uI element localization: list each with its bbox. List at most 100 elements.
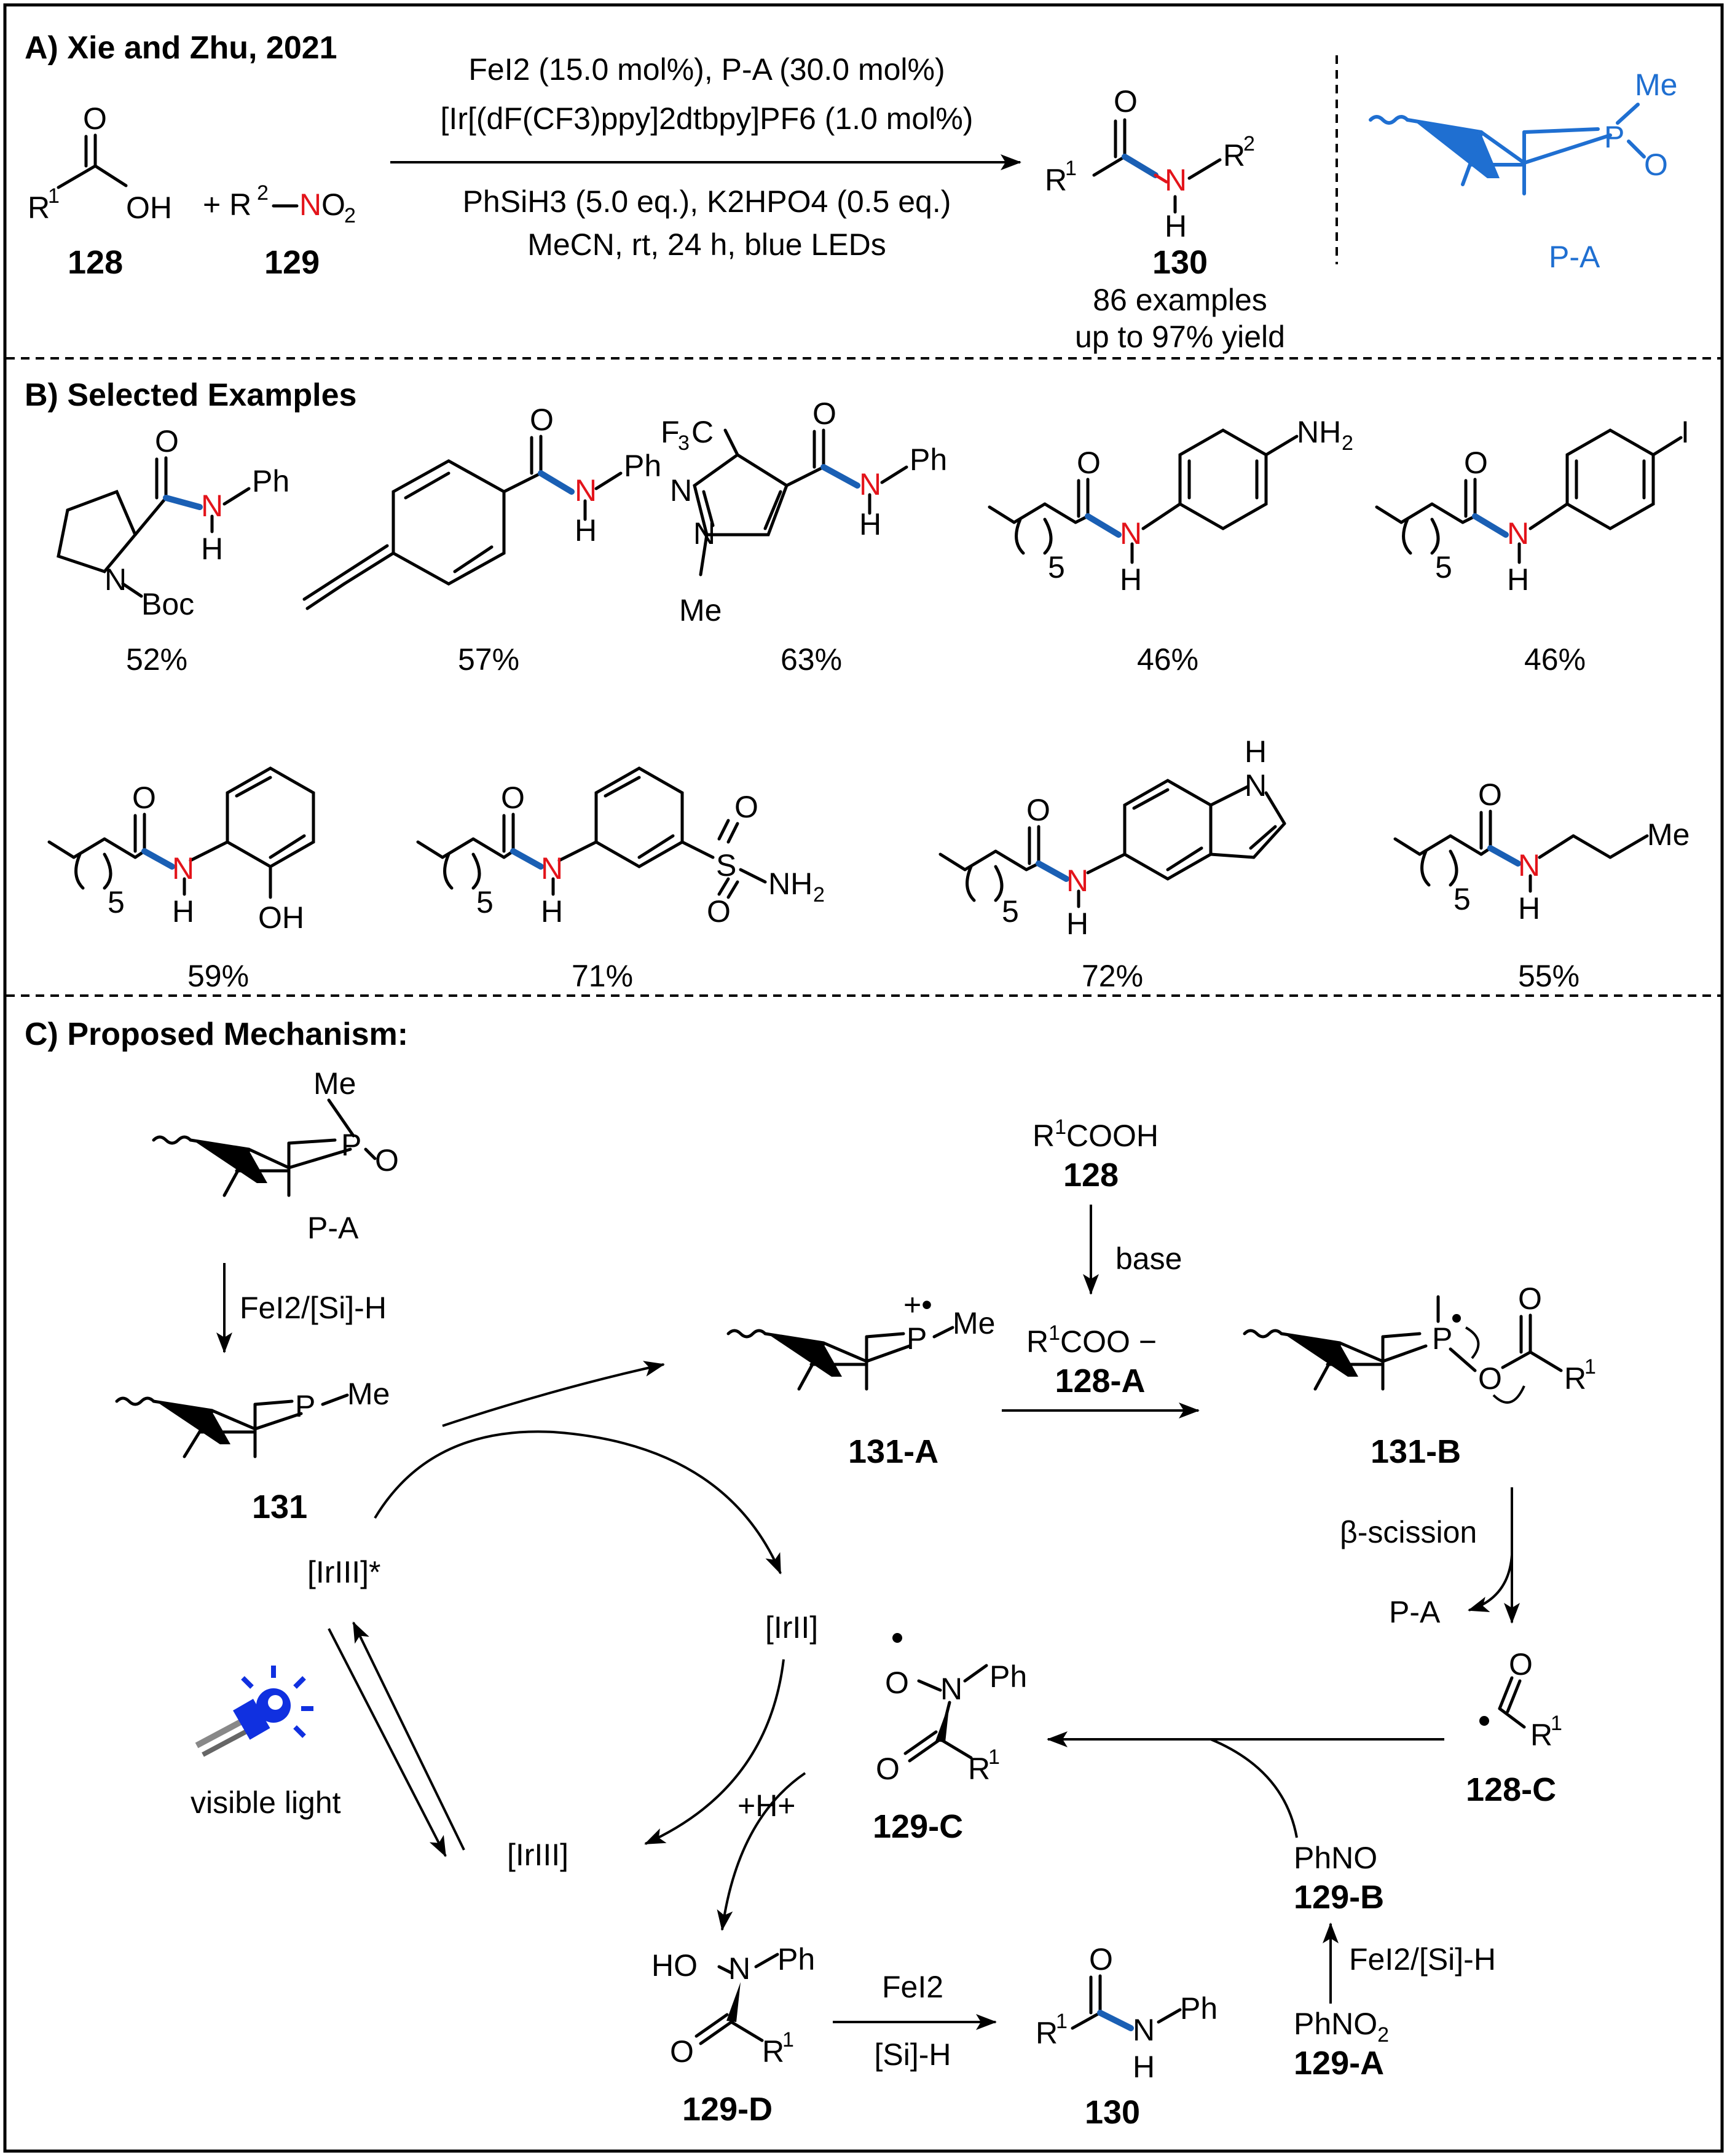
yield-6: 59% [187,959,249,993]
svg-text:O: O [501,781,525,815]
panel-b-title: B) Selected Examples [25,377,356,413]
compound-129-label: 129 [264,244,320,281]
svg-text:Boc: Boc [141,587,194,621]
arrow-phosphine-oxidation [442,1361,665,1427]
svg-text:1: 1 [1551,1712,1562,1735]
svg-text:N: N [201,489,223,523]
ir2-label: [IrII] [765,1610,818,1645]
reagent-line-2: [Ir[(dF(CF3)ppy]2dtbpy]PF6 (1.0 mol%) [441,101,974,136]
outer-frame [3,3,1724,2153]
nitroxide-129c-structure: O N Ph O R 1 [876,1633,1027,1786]
svg-text:+•: +• [903,1288,932,1322]
arrow-ir3-to-excited [352,1621,465,1851]
compound-131a-label: 131-A [848,1433,938,1470]
svg-text:Me: Me [347,1377,390,1411]
svg-text:R: R [1036,2016,1058,2050]
svg-text:O: O [1089,1942,1113,1977]
svg-text:NH: NH [1297,415,1341,449]
svg-text:N: N [859,467,881,502]
arrow-nitroso-addition [1210,1738,1298,1838]
arrow-excited-to-ir3 [328,1628,447,1857]
yield-2: 57% [458,642,519,677]
svg-text:N: N [541,851,563,886]
compound-129b-label: 129-B [1294,1879,1384,1916]
compound-128-c: 128 [1063,1157,1119,1194]
svg-text:5: 5 [476,885,494,919]
examples-count: 86 examples [1093,283,1267,317]
compound-130-label: 130 [1152,244,1208,281]
svg-text:O: O [670,2034,694,2069]
svg-text:1: 1 [1056,2010,1068,2033]
svg-text:N: N [104,562,127,597]
svg-text:N: N [728,1951,750,1986]
svg-text:N: N [1120,516,1142,551]
svg-text:O: O [1026,793,1050,827]
acid-label: R1COOH [1033,1115,1159,1153]
svg-text:1: 1 [988,1745,1000,1769]
svg-text:5: 5 [1435,550,1452,584]
yield-8: 72% [1082,959,1143,993]
carboxylate-label: R1COO − [1026,1321,1157,1359]
compound-129c-label: 129-C [873,1808,963,1845]
reduce-nitro-label: FeI2/[Si]-H [1349,1942,1496,1977]
svg-text:N: N [1245,768,1267,803]
svg-text:F: F [661,415,680,449]
svg-text:2: 2 [1342,431,1353,455]
nitroalkane-structure: + R 2 N O 2 [203,181,356,227]
compound-129a-label: 129-A [1294,2045,1384,2082]
amide-product-structure: O R 1 N H R 2 [1045,84,1255,243]
svg-text:Ph: Ph [252,464,289,498]
example-ethynyl-structure: O N Ph H [302,403,661,610]
svg-text:N: N [940,1672,962,1706]
svg-text:H: H [1245,734,1267,769]
svg-text:N: N [1066,864,1088,898]
svg-text:5: 5 [1454,882,1471,916]
carboxylic-acid-structure: O R 1 OH [28,101,172,225]
svg-text:H: H [172,894,194,929]
svg-text:N: N [172,851,194,886]
ir3-label: [IrIII] [507,1838,568,1872]
svg-text:N: N [1133,2013,1155,2047]
phosphine-131-structure: P Me [115,1377,390,1458]
ir3-excited-label: [IrIII]* [307,1555,380,1589]
svg-text:3: 3 [678,431,690,455]
svg-text:2: 2 [344,204,356,227]
svg-text:Me: Me [1635,68,1677,102]
arrow-ir-excited-to-ir2 [374,1430,782,1575]
svg-text:H: H [1120,562,1142,597]
svg-text:O: O [876,1752,900,1786]
arrow-protonation [717,1772,806,1931]
svg-text:P: P [1604,120,1624,154]
yield-7: 71% [572,959,633,993]
pa-released-label: P-A [1389,1595,1441,1629]
svg-text:1: 1 [782,2028,794,2052]
yield-5: 46% [1524,642,1586,677]
svg-text:2: 2 [257,181,269,205]
svg-text:R: R [1564,1361,1586,1396]
example-indole-structure: O N H 5 N H [938,734,1286,941]
hydroxamic-129d-structure: HO N Ph O R 1 [651,1942,815,2069]
svg-text:H: H [1133,2050,1155,2084]
svg-text:O: O [375,1143,399,1178]
svg-text:H: H [859,507,881,541]
svg-text:R: R [1223,138,1245,173]
svg-text:H: H [1518,891,1540,926]
fei2-label: FeI2 [882,1970,943,2004]
svg-text:O: O [707,894,731,929]
svg-text:P: P [341,1128,361,1162]
svg-text:R: R [968,1752,990,1786]
svg-text:O: O [1518,1281,1542,1316]
step-reduce-label: FeI2/[Si]-H [240,1291,387,1325]
compound-128a: 128-A [1055,1363,1145,1399]
light-bulb-icon [195,1666,313,1757]
svg-text:O: O [83,101,107,136]
svg-text:H: H [1066,907,1088,941]
svg-text:O: O [1464,446,1488,480]
compound-128c-label: 128-C [1466,1771,1556,1808]
svg-text:Me: Me [953,1306,995,1340]
svg-text:O: O [1077,446,1101,480]
svg-text:5: 5 [1002,894,1019,929]
svg-text:+ R: + R [203,187,251,222]
example-proline-structure: O N Ph H N Boc [57,424,289,621]
